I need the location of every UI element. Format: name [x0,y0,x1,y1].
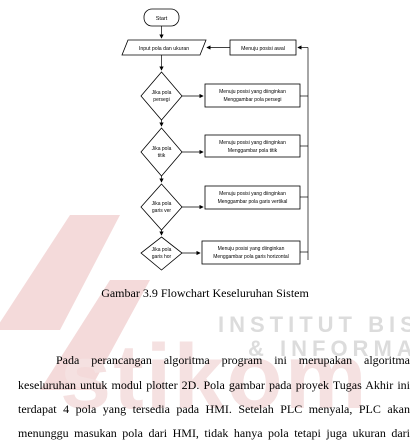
decision-label-line1: Jika pola [152,146,172,152]
flowchart: Start Input pola dan ukuran Menuju posis… [121,8,309,271]
decision-label-line1: Jika pola [152,201,172,207]
start-label: Start [156,16,168,22]
action-label-line2: Menggambar pola garis vertikal [218,199,288,205]
action-box [204,83,301,108]
decision-label-line2: persegi [153,97,169,103]
input-parallelogram [121,39,207,56]
action-label-line1: Menuju posisi yang diinginkan [219,140,286,146]
decision-label-line2: garis hor [152,254,172,260]
watermark-institut: INSTITUT BISNIS [218,312,410,337]
paragraph-line: keseluruhan untuk modul plotter 2D. Pola… [18,378,410,392]
decision-rows: Jika pola persegi Menuju posisi yang dii… [140,71,308,271]
decision-diamond [140,71,183,121]
paragraph-line: menunggu masukan pola dari HMI, tidak ha… [18,426,410,440]
decision-label-line1: Jika pola [152,247,172,253]
action-box [201,240,301,265]
decision-diamond [140,183,183,231]
decision-diamond [140,127,183,177]
watermark-informatika: & INFORMATIKA [248,336,410,361]
figure-caption: Gambar 3.9 Flowchart Keseluruhan Sistem [101,286,309,300]
return-home-label: Menuju posisi awal [241,46,285,52]
paragraph-line: Pada perancangan algoritma program ini m… [56,353,410,367]
paragraph-line: terdapat 4 pola yang tersedia pada HMI. … [18,402,410,416]
decision-label-line2: titik [158,153,166,159]
action-label-line1: Menuju posisi yang diinginkan [218,246,285,252]
action-label-line2: Menggambar pola garis horizontal [213,254,289,260]
decision-diamond [140,236,183,271]
decision-label-line1: Jika pola [152,90,172,96]
action-label-line2: Menggambar pola persegi [223,97,281,103]
action-label-line1: Menuju posisi yang diinginkan [219,191,286,197]
decision-label-line2: garis ver [152,208,172,214]
input-label: Input pola dan ukuran [139,46,189,52]
action-box [204,185,301,210]
action-label-line2: Menggambar pola titik [228,148,278,154]
action-label-line1: Menuju posisi yang diinginkan [219,89,286,95]
